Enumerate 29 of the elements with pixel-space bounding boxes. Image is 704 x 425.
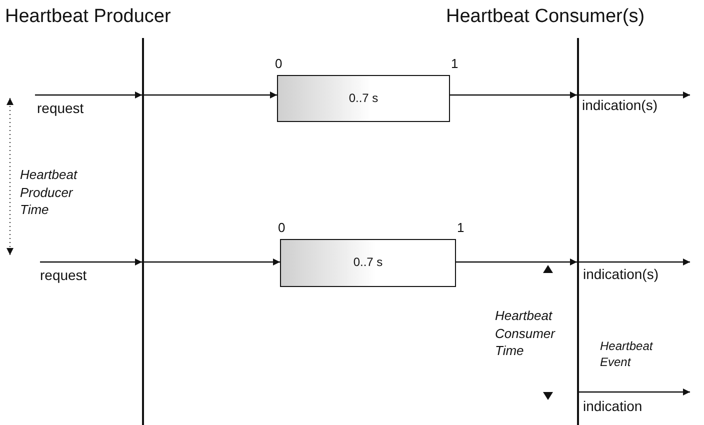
time-mark: 0 (275, 56, 282, 71)
arrow (456, 258, 577, 266)
event-label: Heartbeat Event (600, 338, 654, 370)
heading: Heartbeat Consumer(s) (446, 6, 645, 28)
duration-text: 0..7 s (348, 91, 380, 105)
time-mark: 1 (451, 56, 458, 71)
lifeline (142, 38, 144, 425)
time-mark: 1 (457, 220, 464, 235)
arrow (144, 258, 280, 266)
arrow (579, 388, 690, 396)
arrow (144, 92, 277, 98)
time-mark: 0 (278, 220, 286, 235)
lifeline (577, 38, 579, 425)
edge-label: indication(s) (582, 97, 658, 113)
arrow (450, 92, 577, 98)
arrow (579, 258, 690, 266)
arrow (40, 258, 142, 266)
edge-label: request (40, 267, 87, 283)
heading: Heartbeat Producer (5, 6, 171, 28)
edge-label: request (37, 100, 84, 116)
arrow (35, 92, 142, 98)
edge-label: indication (583, 398, 642, 414)
arrow (579, 92, 690, 98)
dimension-label: Heartbeat Consumer Time (495, 307, 556, 360)
process-box (280, 239, 456, 287)
process-box (277, 75, 450, 122)
dimension-label: Heartbeat Producer Time (20, 166, 78, 219)
duration-text: 0..7 s (352, 255, 384, 269)
edge-label: indication(s) (583, 266, 658, 282)
